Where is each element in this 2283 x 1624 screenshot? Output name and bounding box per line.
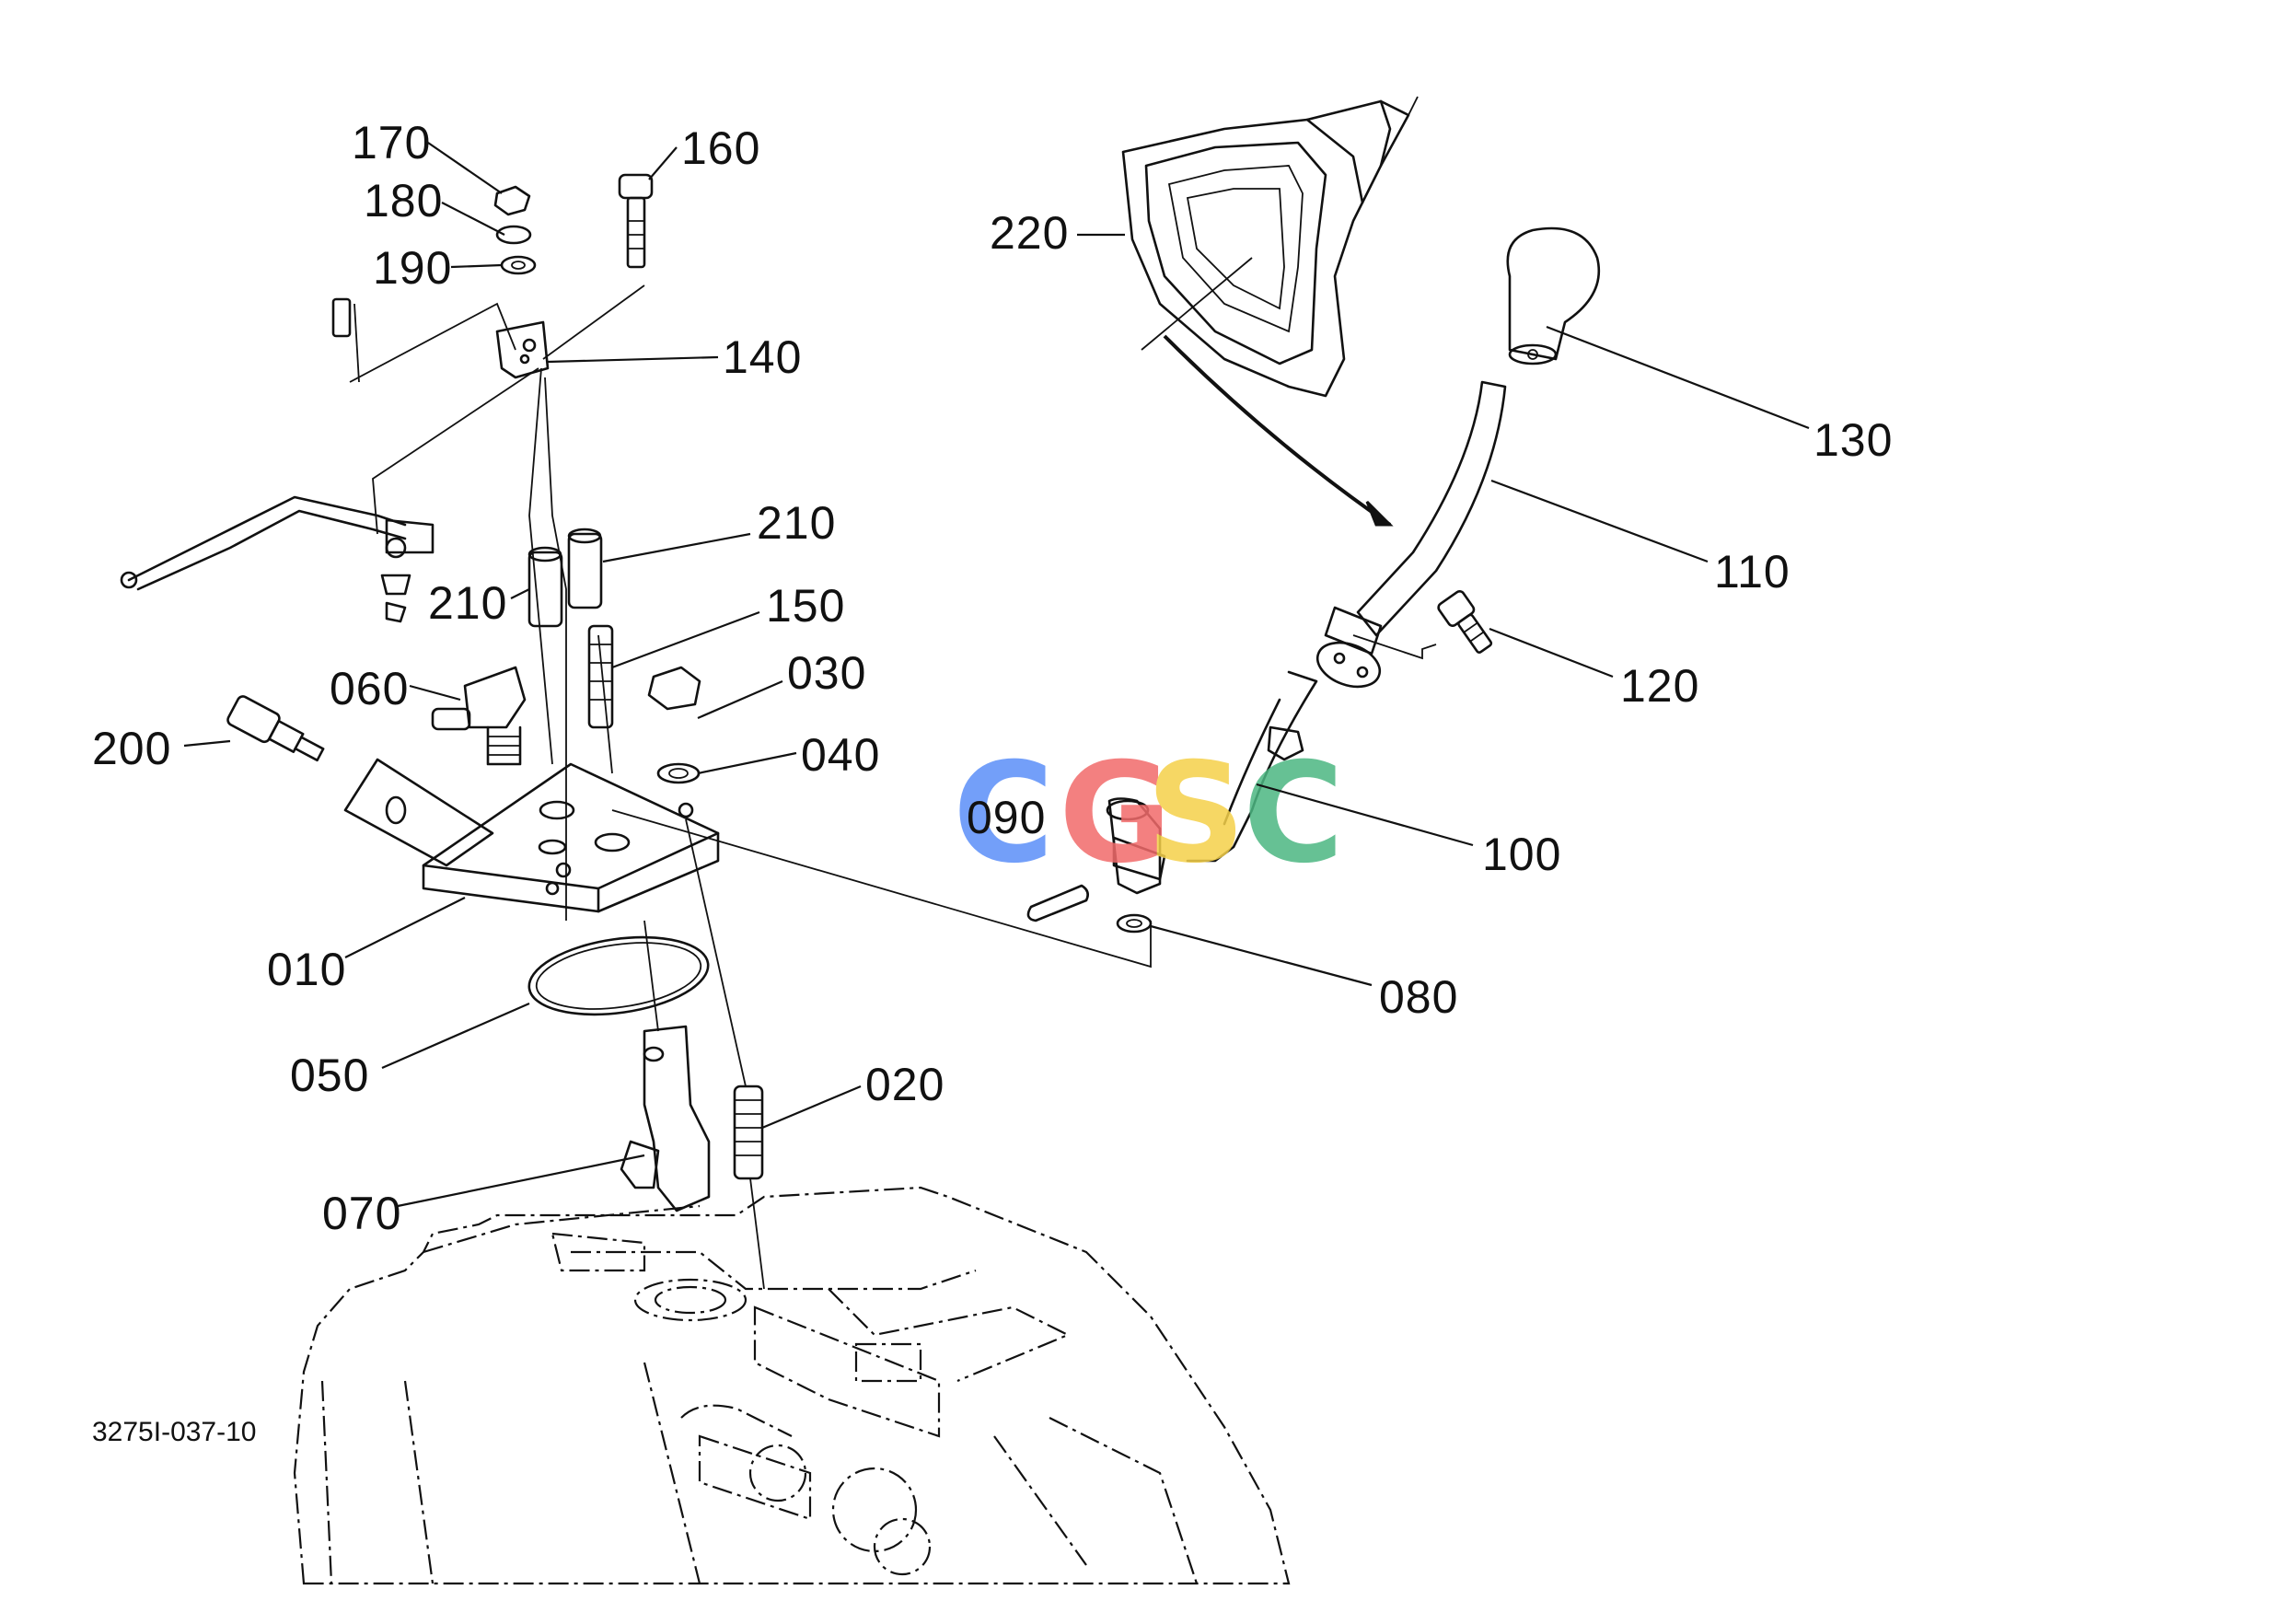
label-150: 150 [766,580,845,632]
shift-shaft [643,1025,711,1212]
label-190: 190 [373,242,452,294]
shift-lever [1356,380,1507,637]
watermark-letter-3: S [1146,734,1246,894]
label-220: 220 [990,207,1069,259]
o-ring [527,935,710,1016]
shift-lever-assembly [1026,96,1601,934]
switch-200 [226,695,325,762]
label-210-right: 210 [757,497,836,549]
label-090: 090 [967,792,1046,843]
shift-plate [422,762,720,913]
leader-lines [183,142,1810,1208]
label-130: 130 [1814,414,1893,466]
label-050: 050 [290,1050,369,1101]
watermark-letter-1: C [953,734,1054,894]
assembly-lines [349,284,1152,1290]
shift-plate-assembly [120,173,764,1212]
label-210-left: 210 [428,577,507,629]
label-060: 060 [330,663,409,714]
label-170: 170 [352,117,431,168]
shift-boot [1121,99,1410,398]
label-160: 160 [681,122,760,174]
label-180: 180 [364,175,443,226]
label-140: 140 [723,331,802,383]
label-070: 070 [322,1188,401,1239]
label-080: 080 [1379,971,1458,1023]
label-040: 040 [801,729,880,781]
watermark-letter-2: G [1059,734,1172,894]
shift-knob [1506,226,1601,361]
label-120: 120 [1620,660,1699,712]
label-100: 100 [1482,829,1561,880]
part-labels: 170 180 190 160 140 210 210 150 030 060 … [92,117,1893,1447]
label-020: 020 [865,1059,944,1110]
watermark-logo: C G S C [953,734,1344,894]
transmission-housing [293,1186,1291,1585]
label-110: 110 [1714,546,1790,597]
label-030: 030 [787,647,866,699]
watermark-letter-4: C [1243,734,1344,894]
label-010: 010 [267,944,346,995]
diagram-code: 3275I-037-10 [92,1417,256,1447]
label-200: 200 [92,723,171,774]
